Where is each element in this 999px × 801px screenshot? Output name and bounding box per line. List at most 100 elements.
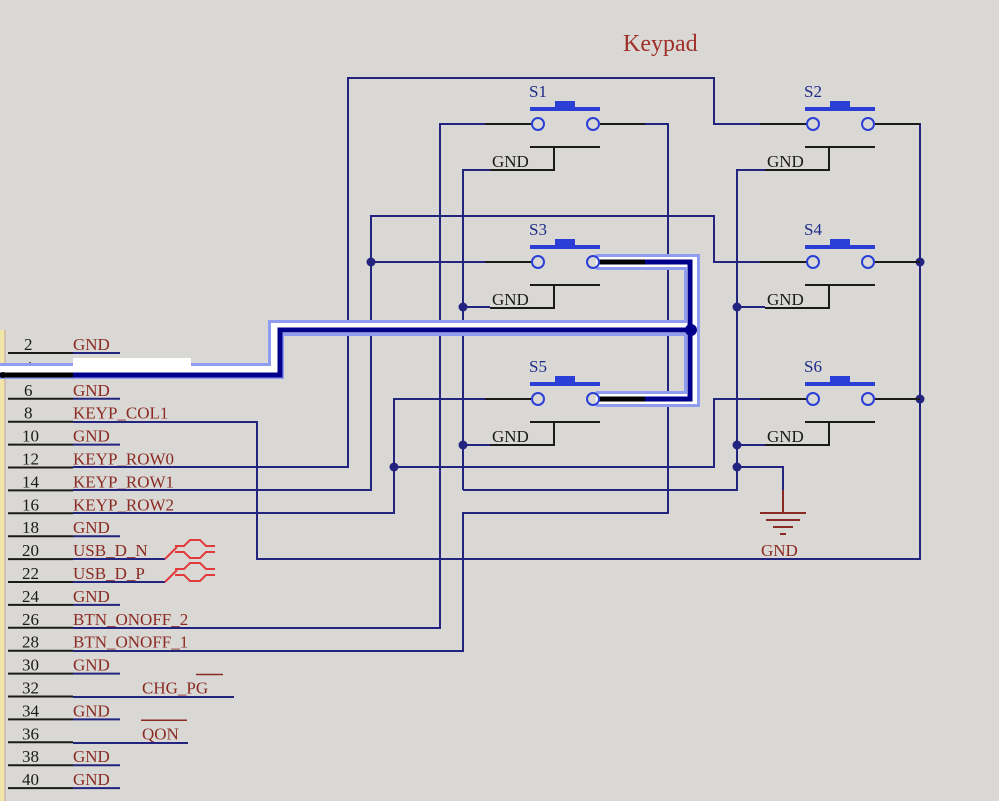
net-label[interactable]: CHG_PG (142, 679, 208, 698)
net-label[interactable]: USB_D_N (73, 541, 148, 560)
switch-pin[interactable] (586, 392, 600, 406)
switch-gnd-leg (765, 422, 830, 446)
net-label[interactable]: GND (73, 335, 110, 354)
wire-btn-onoff-1[interactable] (215, 123, 669, 652)
switch-pin[interactable] (806, 392, 820, 406)
switch-gnd-label: GND (492, 290, 529, 309)
net-label[interactable]: KEYP_ROW2 (73, 495, 174, 514)
connector-pin-row[interactable]: 38 GND (8, 747, 120, 767)
wire-s1-gnd[interactable] (462, 169, 490, 490)
wire-gnd-symbol[interactable] (737, 466, 784, 490)
switch-pin[interactable] (861, 117, 875, 131)
switch-pin[interactable] (531, 392, 545, 406)
pin-number: 10 (22, 427, 39, 446)
wire-keyp-row0[interactable] (120, 77, 760, 468)
net-label[interactable]: USB_D_P (73, 564, 145, 583)
connector-pin-row[interactable]: 12 KEYP_ROW0 (8, 450, 174, 469)
switch-gnd-label: GND (767, 152, 804, 171)
net-label[interactable]: KEYP_ROW0 (73, 450, 174, 469)
net-label[interactable]: GND (73, 770, 110, 789)
switch-gnd-leg (490, 285, 555, 309)
connector-body[interactable] (0, 330, 5, 801)
connector-pin-row[interactable]: 24 GND (8, 587, 120, 606)
ground-symbol[interactable] (760, 490, 806, 535)
switch-button (830, 239, 850, 247)
switch-pin[interactable] (586, 255, 600, 269)
net-label[interactable]: GND (73, 587, 110, 606)
switch-pin[interactable] (861, 255, 875, 269)
switch-button (830, 101, 850, 109)
switch-pin[interactable] (861, 392, 875, 406)
junction-dot (458, 302, 468, 312)
switch-pin[interactable] (531, 117, 545, 131)
diff-pair-icon (164, 539, 215, 560)
pin-number: 6 (24, 381, 33, 400)
connector-pin-row[interactable]: 28 BTN_ONOFF_1 (8, 633, 188, 652)
switch-button (555, 239, 575, 247)
connector-pin-row[interactable]: 36 QON (8, 719, 187, 744)
switch-pin[interactable] (586, 117, 600, 131)
switch-ref: S3 (529, 220, 547, 239)
wire-keyp-row2-s6[interactable] (394, 398, 760, 468)
net-label[interactable]: GND (73, 656, 110, 675)
connector-pin-row[interactable]: 10 GND (8, 427, 120, 446)
switch-ref: S5 (529, 357, 547, 376)
net-label[interactable]: GND (73, 518, 110, 537)
pin-number: 24 (22, 587, 40, 606)
net-label[interactable]: GND (73, 381, 110, 400)
net-label[interactable]: KEYP_ROW1 (73, 472, 174, 491)
switch-pin[interactable] (531, 255, 545, 269)
pin-number: 38 (22, 747, 39, 766)
net-label[interactable]: GND (73, 701, 110, 720)
pin-number: 26 (22, 610, 39, 629)
net-label[interactable]: QON (142, 724, 179, 743)
switch-pin[interactable] (806, 255, 820, 269)
pin-number: 12 (22, 450, 39, 469)
pin-number: 30 (22, 656, 39, 675)
net-label[interactable]: GND (73, 427, 110, 446)
pin-number: 28 (22, 633, 39, 652)
connector-pin-row[interactable]: 26 BTN_ONOFF_2 (8, 610, 188, 629)
wire-keyp-row2[interactable] (120, 398, 485, 514)
wire-keyp-row1[interactable] (120, 215, 760, 491)
wire-btn-onoff-2[interactable] (215, 123, 485, 629)
connector-pin-row[interactable]: 34 GND (8, 701, 120, 721)
net-label[interactable]: GND (73, 747, 110, 766)
net-label[interactable]: BTN_ONOFF_1 (73, 633, 188, 652)
switch-ref: S1 (529, 82, 547, 101)
connector-pin-row[interactable]: 32 CHG_PG (8, 673, 223, 698)
junction-dot (685, 324, 697, 336)
net-label[interactable]: BTN_ONOFF_2 (73, 610, 188, 629)
selected-net-keyp-col0[interactable] (0, 254, 700, 407)
pin-number: 36 (22, 724, 39, 743)
junction-dot (458, 440, 468, 450)
connector-pin-row[interactable]: 6 GND (8, 381, 120, 400)
net-label[interactable]: KEYP_COL1 (73, 404, 168, 423)
switch-button (830, 376, 850, 384)
switch-gnd-label: GND (492, 427, 529, 446)
connector-pins: 2GND4KEYP_COL06GND8KEYP_COL110GND12KEYP_… (8, 335, 223, 790)
pin-number: 32 (22, 679, 39, 698)
wire-keyp-col1[interactable] (120, 123, 921, 560)
switch-ref: S4 (804, 220, 822, 239)
pin-number: 34 (22, 701, 40, 720)
switch-pin[interactable] (806, 117, 820, 131)
connector-pin-row[interactable]: 30 GND (8, 656, 120, 675)
wire-gnd-bus-right[interactable] (463, 169, 765, 491)
